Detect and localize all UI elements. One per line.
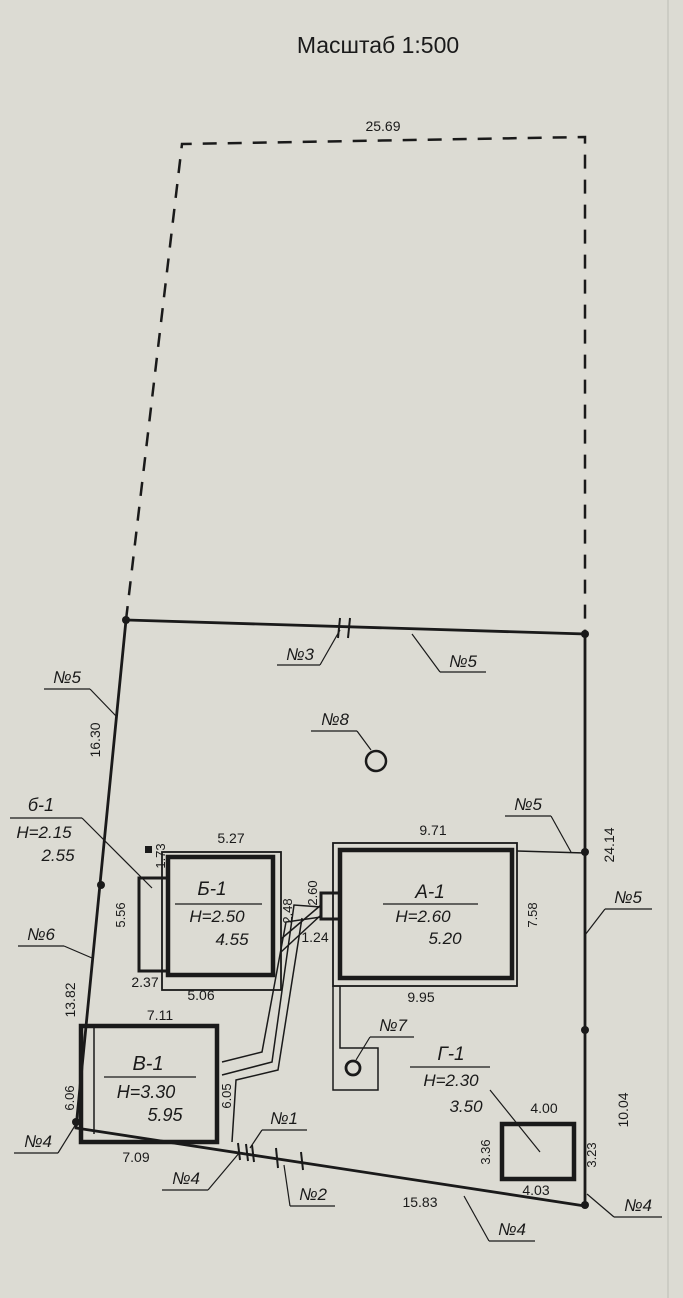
building-b1-small-area: 2.55 <box>40 846 75 865</box>
marker-no4-bottom: №4 <box>498 1220 526 1239</box>
dim-right-upper: 24.14 <box>601 827 617 862</box>
boundary-node <box>72 1118 80 1126</box>
dim-a-top: 9.71 <box>419 822 446 838</box>
boundary-node <box>581 630 589 638</box>
a1-wall-extension <box>516 850 586 854</box>
dim-b-top: 5.27 <box>217 830 244 846</box>
no7-leader-diag <box>355 1036 371 1061</box>
no3-leader-diag <box>319 629 341 666</box>
scale-title: Масштаб 1:500 <box>297 32 459 58</box>
no4-bl-leader-diag <box>207 1151 241 1191</box>
boundary-node <box>581 848 589 856</box>
dim-left-upper: 16.30 <box>87 722 103 757</box>
no5-left-leader-diag <box>89 688 117 717</box>
dim-v-top: 7.11 <box>147 1007 173 1023</box>
building-g1-name: Г-1 <box>437 1044 464 1065</box>
no8-leader-diag <box>356 730 372 751</box>
building-b1-small <box>137 876 170 973</box>
gate-no1 <box>237 1142 255 1163</box>
building-a1-height: H=2.60 <box>395 907 451 926</box>
marker-no2: №2 <box>299 1185 327 1204</box>
building-g1-area: 3.50 <box>449 1097 483 1116</box>
b1-small-leader-diag <box>81 817 153 889</box>
no4-left-leader-diag <box>57 1123 77 1154</box>
dim-bottom-right: 15.83 <box>402 1194 437 1210</box>
building-b1-small-name: б-1 <box>28 795 54 815</box>
marker-no5-right: №5 <box>614 888 642 907</box>
gate-no3 <box>337 617 351 639</box>
marker-no7: №7 <box>379 1016 407 1035</box>
dim-a-bottom: 9.95 <box>407 989 434 1005</box>
dim-conn-3: 1.24 <box>301 929 328 945</box>
building-b1-small-height: H=2.15 <box>16 823 72 842</box>
building-g1 <box>499 1121 577 1182</box>
building-v1 <box>78 1023 220 1145</box>
dim-a-side: 7.58 <box>525 902 540 927</box>
no4-bottom-leader-diag <box>463 1195 490 1242</box>
marker-no4-left: №4 <box>24 1132 52 1151</box>
no4-right-leader-diag <box>586 1193 615 1218</box>
marker-no8: №8 <box>321 710 349 729</box>
marker-no4-right: №4 <box>624 1196 652 1215</box>
dim-left-lower: 13.82 <box>62 982 78 1017</box>
dim-b-small-bottom: 2.37 <box>131 974 158 990</box>
marker-no3: №3 <box>286 645 314 664</box>
dim-g-top: 4.00 <box>530 1100 557 1116</box>
no6-leader-diag <box>63 945 93 959</box>
boundary-node <box>122 616 130 624</box>
dim-left-bottom: 6.06 <box>62 1085 77 1110</box>
dim-b-bottom: 5.06 <box>187 987 214 1003</box>
marker-no4-bottom-left: №4 <box>172 1169 200 1188</box>
marker-no5-top: №5 <box>449 652 477 671</box>
no1-leader-diag <box>249 1129 263 1149</box>
dim-g-side: 3.36 <box>478 1139 493 1164</box>
boundary-node <box>581 1026 589 1034</box>
dim-v-side: 6.05 <box>219 1083 234 1108</box>
no5-top-leader-diag <box>411 633 441 673</box>
building-b1-outer <box>161 851 282 991</box>
building-v1-height: H=3.30 <box>117 1082 176 1102</box>
boundary-node <box>97 881 105 889</box>
building-b1-name: Б-1 <box>197 879 226 900</box>
dim-b-left: 5.56 <box>113 902 128 927</box>
dim-right-bottom: 3.23 <box>584 1142 599 1167</box>
building-b1-height: H=2.50 <box>189 907 245 926</box>
marker-no5-left: №5 <box>53 668 81 687</box>
boundary-node <box>581 1201 589 1209</box>
building-v1-area: 5.95 <box>147 1105 183 1125</box>
building-a1-name: А-1 <box>414 882 445 903</box>
g1-leader-diag <box>489 1089 541 1153</box>
no5-right-leader-diag <box>584 908 606 936</box>
building-b1-area: 4.55 <box>215 930 249 949</box>
gate-no2 <box>275 1147 304 1171</box>
no5-mid-leader-diag <box>550 815 572 853</box>
marker-no1: №1 <box>270 1109 298 1128</box>
a1-porch <box>319 891 342 921</box>
dim-g-bottom: 4.03 <box>522 1182 549 1198</box>
dim-top: 25.69 <box>365 118 400 134</box>
building-g1-height: H=2.30 <box>423 1071 479 1090</box>
passage-lines <box>221 904 379 1143</box>
marker-no6: №6 <box>27 925 55 944</box>
dim-conn-2: 2.60 <box>305 880 320 905</box>
well-no7 <box>344 1059 362 1077</box>
dashed-parcel-boundary <box>124 135 587 632</box>
b1-marker-square <box>145 846 152 853</box>
building-a1-outer <box>332 842 518 987</box>
dim-conn-1: 2.48 <box>280 898 295 923</box>
object-no8 <box>364 749 388 773</box>
dim-b-small-top: 1.73 <box>153 843 168 868</box>
dim-bottom-left: 7.09 <box>122 1149 149 1165</box>
marker-no5-mid: №5 <box>514 795 542 814</box>
building-a1-area: 5.20 <box>428 929 462 948</box>
dim-right-lower: 10.04 <box>615 1092 631 1127</box>
building-v1-name: В-1 <box>132 1053 163 1075</box>
no2-leader-diag <box>283 1164 291 1207</box>
